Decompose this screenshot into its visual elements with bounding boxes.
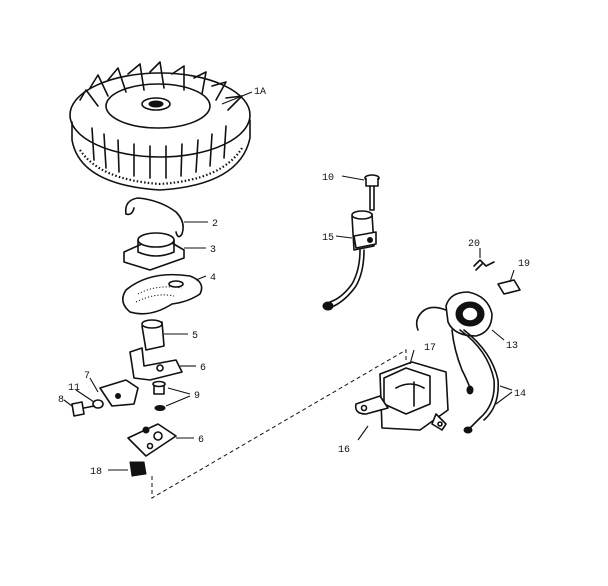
clip-right-part: 19 <box>497 259 530 295</box>
cam-part: 3 <box>123 232 216 271</box>
callout-17: 17 <box>424 343 436 354</box>
washer-part: 11 <box>68 383 104 409</box>
spring-clip-part: 20 <box>468 239 495 271</box>
callout-5: 5 <box>192 331 198 342</box>
breaker-arm-upper-part: 6 <box>129 347 206 381</box>
callout-14: 14 <box>514 389 526 400</box>
screw-top-part: 10 <box>322 173 380 211</box>
screw-left-part: 8 <box>58 395 95 417</box>
sleeve-part: 5 <box>141 319 198 351</box>
clip-part: 18 <box>90 461 147 478</box>
callout-19: 19 <box>518 259 530 270</box>
callout-7: 7 <box>84 371 90 382</box>
stud-part: 7 <box>84 371 139 407</box>
callout-3: 3 <box>210 245 216 256</box>
callout-2: 2 <box>212 219 218 230</box>
callout-11: 11 <box>68 383 80 394</box>
callout-6-upper: 6 <box>200 363 206 374</box>
callout-15: 15 <box>322 233 334 244</box>
condenser-part: 15 <box>322 210 377 311</box>
breaker-plate-lower-part: 6 <box>127 423 204 457</box>
callout-13: 13 <box>506 341 518 352</box>
callout-8: 8 <box>58 395 64 406</box>
coil-part: 13 <box>415 291 518 395</box>
callout-1A: 1A <box>254 87 266 98</box>
callout-4: 4 <box>210 273 216 284</box>
callout-18: 18 <box>90 467 102 478</box>
callout-10: 10 <box>322 173 334 184</box>
felt-wick-part: 4 <box>122 273 216 315</box>
callout-9: 9 <box>194 391 200 402</box>
callout-16: 16 <box>338 445 350 456</box>
bracket-part: 17 16 <box>338 343 449 456</box>
ground-wire-part: 14 <box>459 329 526 434</box>
screws-part: 9 <box>152 380 200 411</box>
spring-part: 2 <box>124 197 218 238</box>
callout-6-lower: 6 <box>198 435 204 446</box>
flywheel-part: 1A <box>69 61 266 191</box>
dashed-assembly-line <box>151 349 407 499</box>
callout-20: 20 <box>468 239 480 250</box>
